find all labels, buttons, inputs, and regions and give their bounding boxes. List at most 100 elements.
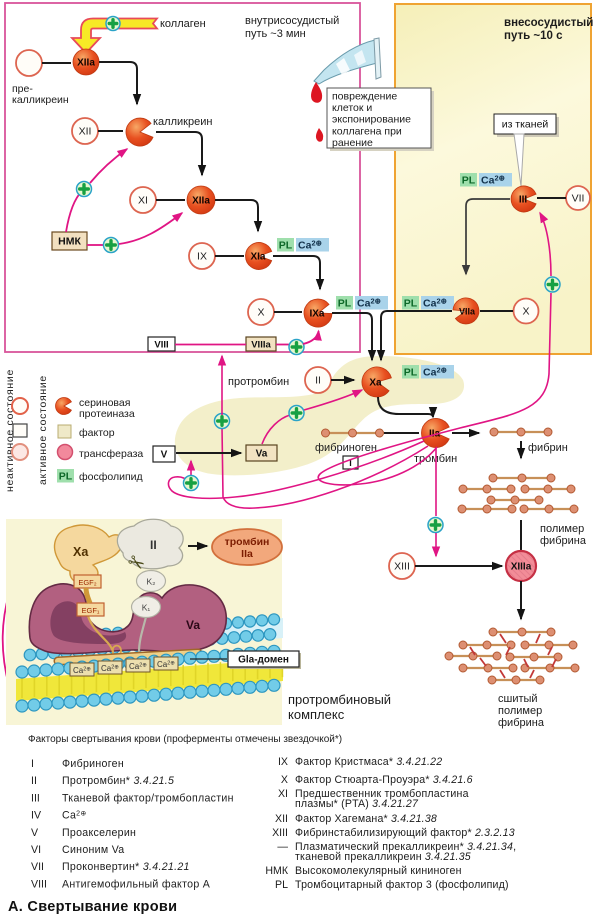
- svg-text:фибриноген: фибриноген: [315, 442, 377, 454]
- svg-text:Предшественник тромбопластина: Предшественник тромбопластина: [295, 788, 469, 800]
- svg-text:коллаген: коллаген: [160, 18, 206, 30]
- svg-text:неактивное состояние: неактивное состояние: [4, 369, 16, 492]
- svg-text:Проакселерин: Проакселерин: [62, 827, 136, 839]
- svg-text:IX: IX: [197, 251, 207, 263]
- svg-text:VII: VII: [572, 193, 585, 205]
- svg-text:XIIa: XIIa: [77, 58, 95, 69]
- svg-text:тромбин: тромбин: [225, 536, 270, 548]
- svg-text:X: X: [522, 306, 529, 318]
- svg-text:внутрисосудистый: внутрисосудистый: [245, 15, 339, 27]
- svg-text:Антигемофильный фактор А: Антигемофильный фактор А: [62, 878, 211, 890]
- svg-text:пре-: пре-: [12, 83, 33, 95]
- svg-text:НМК: НМК: [58, 236, 81, 248]
- svg-text:из тканей: из тканей: [502, 119, 549, 131]
- svg-text:PL: PL: [59, 471, 73, 483]
- svg-text:Высокомолекулярный кининоген: Высокомолекулярный кининоген: [295, 865, 462, 877]
- svg-text:полимер: полимер: [498, 705, 542, 717]
- svg-text:I: I: [31, 758, 34, 770]
- svg-text:XI: XI: [278, 788, 288, 800]
- svg-text:XI: XI: [138, 195, 148, 207]
- svg-text:EGF₁: EGF₁: [82, 606, 100, 615]
- svg-text:XIII: XIII: [272, 827, 288, 839]
- svg-text:PL: PL: [404, 298, 418, 310]
- svg-text:XII: XII: [79, 126, 92, 138]
- svg-text:Фактор Стюарта-Проуэра* 3.4.21: Фактор Стюарта-Проуэра* 3.4.21.6: [295, 774, 473, 786]
- svg-text:фосфолипид: фосфолипид: [79, 471, 143, 483]
- svg-text:Gla-домен: Gla-домен: [238, 655, 289, 666]
- svg-text:Va: Va: [256, 449, 268, 460]
- svg-text:Фибриноген: Фибриноген: [62, 758, 124, 770]
- svg-text:Тромбоцитарный фактор 3 (фосфо: Тромбоцитарный фактор 3 (фосфолипид): [295, 879, 509, 891]
- svg-text:клеток и: клеток и: [332, 102, 372, 114]
- svg-text:Протромбин* 3.4.21.5: Протромбин* 3.4.21.5: [62, 775, 174, 787]
- svg-text:—: —: [277, 841, 288, 853]
- svg-text:А. Свертывание крови: А. Свертывание крови: [8, 899, 177, 915]
- svg-text:плазмы* (PTA) 3.4.21.27: плазмы* (PTA) 3.4.21.27: [295, 798, 419, 810]
- svg-text:IIa: IIa: [241, 548, 253, 560]
- svg-text:II: II: [150, 538, 157, 552]
- svg-text:II: II: [315, 375, 321, 387]
- svg-text:активное состояние: активное состояние: [37, 375, 49, 485]
- svg-text:Синоним Va: Синоним Va: [62, 844, 124, 856]
- svg-text:Факторы свертывания крови (про: Факторы свертывания крови (проферменты о…: [28, 733, 342, 745]
- svg-text:Фактор Кристмаса* 3.4.21.22: Фактор Кристмаса* 3.4.21.22: [295, 756, 442, 768]
- svg-text:тканевой прекалликреин 3.4.21.: тканевой прекалликреин 3.4.21.35: [295, 851, 471, 863]
- svg-text:Фактор Хагемана* 3.4.21.38: Фактор Хагемана* 3.4.21.38: [295, 813, 437, 825]
- svg-text:фибрина: фибрина: [540, 535, 587, 547]
- svg-text:VIII: VIII: [31, 878, 47, 890]
- svg-text:XIa: XIa: [250, 252, 265, 263]
- svg-text:XIIa: XIIa: [192, 196, 210, 207]
- svg-text:X: X: [257, 307, 264, 319]
- svg-text:протеиназа: протеиназа: [79, 408, 135, 420]
- svg-text:II: II: [31, 775, 37, 787]
- svg-text:ранение: ранение: [332, 137, 373, 149]
- svg-text:Плазматический прекалликреин*: Плазматический прекалликреин* 3.4.21.34,: [295, 841, 516, 853]
- svg-text:XIII: XIII: [394, 561, 410, 573]
- svg-text:фибрина: фибрина: [498, 717, 545, 729]
- svg-text:сериновая: сериновая: [79, 397, 130, 409]
- svg-text:VIIa: VIIa: [459, 307, 476, 317]
- svg-text:XII: XII: [275, 813, 288, 825]
- svg-text:III: III: [519, 195, 528, 206]
- svg-text:III: III: [31, 792, 40, 804]
- svg-text:K₁: K₁: [142, 603, 151, 613]
- svg-text:PL: PL: [462, 175, 476, 187]
- svg-text:IXa: IXa: [309, 309, 324, 320]
- svg-text:Ca2⊕: Ca2⊕: [73, 666, 91, 675]
- svg-text:Ca2⊕: Ca2⊕: [129, 662, 147, 671]
- svg-text:протромбин: протромбин: [228, 376, 289, 388]
- svg-text:НМК: НМК: [265, 865, 288, 877]
- svg-text:XIIIa: XIIIa: [511, 562, 532, 573]
- svg-text:трансфераза: трансфераза: [79, 448, 143, 460]
- svg-text:K₂: K₂: [147, 577, 156, 587]
- svg-text:PL: PL: [275, 879, 288, 891]
- svg-text:фактор: фактор: [79, 427, 115, 439]
- svg-text:X: X: [281, 774, 288, 786]
- svg-text:I: I: [349, 458, 352, 468]
- svg-text:VII: VII: [31, 861, 44, 873]
- svg-text:протромбиновый: протромбиновый: [288, 692, 391, 707]
- svg-text:Проконвертин* 3.4.21.21: Проконвертин* 3.4.21.21: [62, 861, 190, 873]
- svg-text:EGF₂: EGF₂: [78, 578, 96, 587]
- svg-text:Тканевой фактор/тромбопластин: Тканевой фактор/тромбопластин: [62, 792, 234, 804]
- svg-text:VI: VI: [31, 844, 41, 856]
- svg-text:коллагена при: коллагена при: [332, 125, 402, 137]
- svg-text:VIIIa: VIIIa: [251, 340, 271, 351]
- svg-text:IX: IX: [278, 756, 288, 768]
- svg-text:калликреин: калликреин: [12, 94, 69, 106]
- svg-text:внесосудистый: внесосудистый: [504, 17, 593, 29]
- svg-text:сшитый: сшитый: [498, 693, 538, 705]
- svg-text:повреждение: повреждение: [332, 91, 397, 103]
- svg-text:полимер: полимер: [540, 523, 584, 535]
- svg-text:Xa: Xa: [369, 378, 382, 389]
- svg-text:калликреин: калликреин: [153, 116, 212, 128]
- svg-text:V: V: [31, 827, 39, 839]
- svg-text:IV: IV: [31, 810, 42, 822]
- svg-text:Ca2⊕: Ca2⊕: [101, 664, 119, 673]
- svg-text:PL: PL: [404, 367, 418, 379]
- svg-text:фибрин: фибрин: [528, 442, 568, 454]
- svg-text:Фибринстабилизирующий фактор*: Фибринстабилизирующий фактор* 2.3.2.13: [295, 827, 515, 839]
- svg-text:комплекс: комплекс: [288, 707, 345, 722]
- svg-text:путь ~3 мин: путь ~3 мин: [245, 28, 306, 40]
- svg-text:экспонирование: экспонирование: [332, 114, 411, 126]
